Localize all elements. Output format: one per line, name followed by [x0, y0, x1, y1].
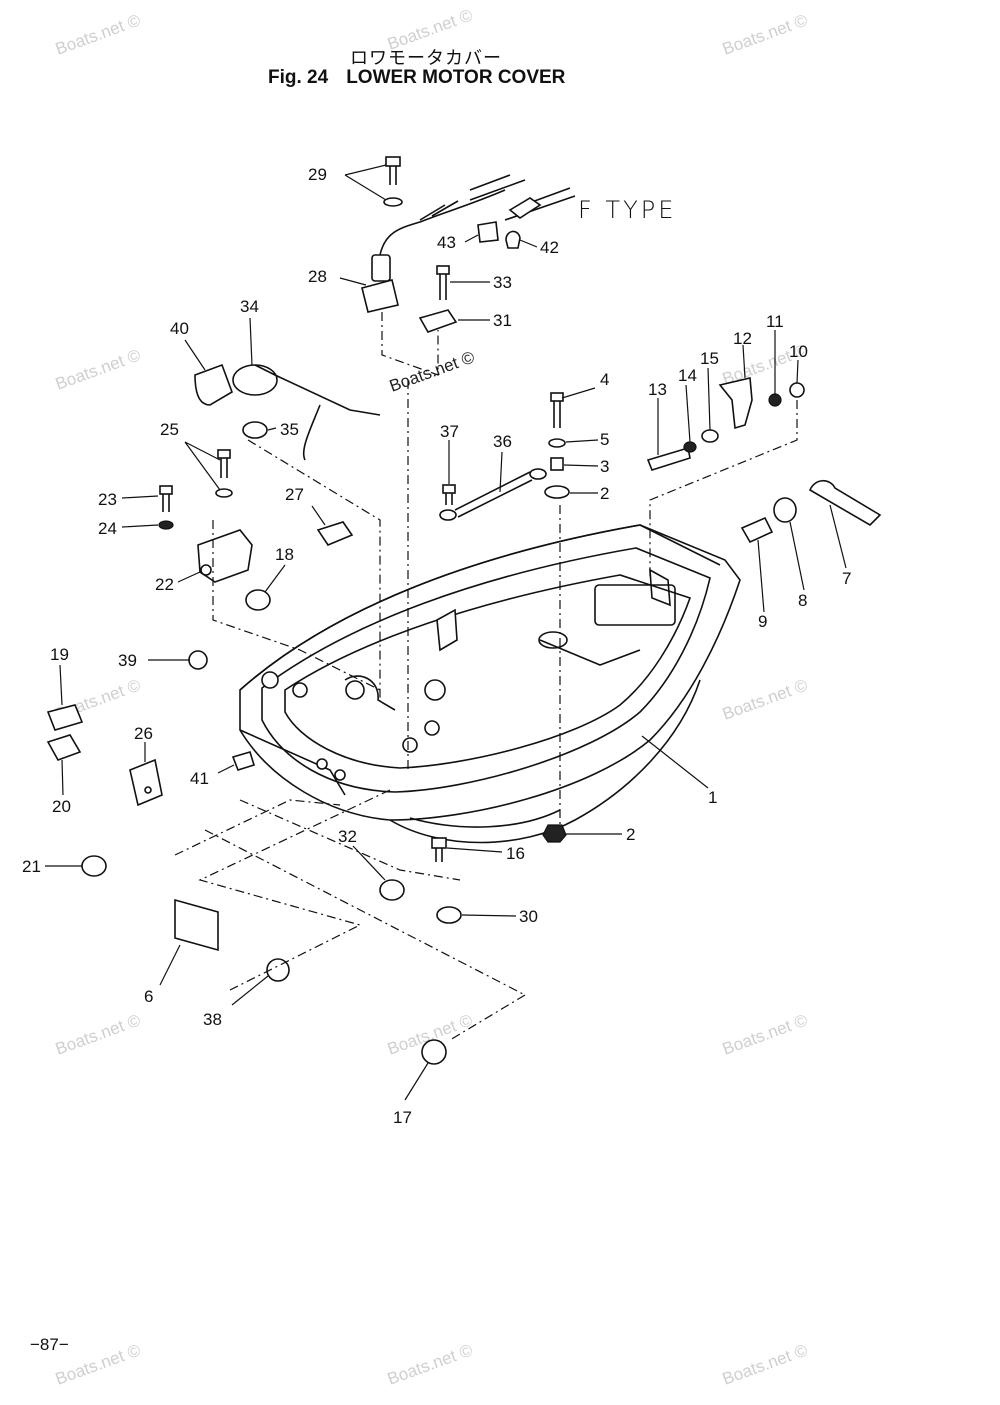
- callout-24: 24: [98, 519, 117, 538]
- callout-40: 40: [170, 319, 189, 338]
- callout-11: 11: [766, 312, 784, 331]
- callout-38: 38: [203, 1010, 222, 1029]
- callout-9: 9: [758, 612, 767, 631]
- callout-32: 32: [338, 827, 357, 846]
- callout-19: 19: [50, 645, 69, 664]
- callout-15: 15: [700, 349, 719, 368]
- watermark: Boats.net ©: [53, 1340, 144, 1388]
- callout-12: 12: [733, 329, 752, 348]
- watermark: Boats.net ©: [53, 1010, 144, 1058]
- callout-37: 37: [440, 422, 459, 441]
- watermark: Boats.net ©: [385, 5, 476, 53]
- reference-lines: [174, 312, 798, 1041]
- figure-title: Fig. 24 LOWER MOTOR COVER: [268, 67, 565, 89]
- callout-35: 35: [280, 420, 299, 439]
- watermark: Boats.net ©: [53, 345, 144, 393]
- callout-7: 7: [842, 569, 851, 588]
- callout-8: 8: [798, 591, 807, 610]
- callout-10: 10: [789, 342, 808, 361]
- callout-34: 34: [240, 297, 259, 316]
- watermark: Boats.net ©: [53, 10, 144, 58]
- callout-30: 30: [519, 907, 538, 926]
- callout-4: 4: [600, 370, 609, 389]
- figure-title-text: LOWER MOTOR COVER: [346, 67, 566, 88]
- watermark: Boats.net ©: [720, 10, 811, 58]
- figure-number: Fig. 24: [268, 67, 329, 88]
- watermark-center: Boats.net ©: [387, 347, 478, 395]
- callout-6: 6: [144, 987, 153, 1006]
- callout-39: 39: [118, 651, 137, 670]
- callout-42: 42: [540, 238, 559, 257]
- watermark: Boats.net ©: [720, 1010, 811, 1058]
- callout-17: 17: [393, 1108, 412, 1127]
- callout-13: 13: [648, 380, 667, 399]
- callout-36: 36: [493, 432, 512, 451]
- page-number: −87−: [30, 1335, 69, 1354]
- callout-22: 22: [155, 575, 174, 594]
- callout-2-lower: 2: [626, 825, 635, 844]
- figure-title-japanese: ロワモータカバー: [350, 48, 502, 68]
- callout-27: 27: [285, 485, 304, 504]
- watermark: Boats.net ©: [720, 675, 811, 723]
- callout-26: 26: [134, 724, 153, 743]
- callout-14: 14: [678, 366, 697, 385]
- callout-21: 21: [22, 857, 41, 876]
- callout-41: 41: [190, 769, 209, 788]
- callout-5: 5: [600, 430, 609, 449]
- leader-lines: [45, 164, 847, 1101]
- callout-28: 28: [308, 267, 327, 286]
- callout-1: 1: [708, 788, 717, 807]
- watermark: Boats.net ©: [720, 1340, 811, 1388]
- callout-18: 18: [275, 545, 294, 564]
- component-parts: [46, 156, 882, 1065]
- callout-numbers: 29 43 42 28 33 31 34 40 35 25 23 24 27 2…: [22, 165, 851, 1127]
- callout-33: 33: [493, 273, 512, 292]
- callout-16: 16: [506, 844, 525, 863]
- lower-motor-cover-part-1: [239, 524, 741, 844]
- variant-label: F TYPE: [578, 196, 677, 224]
- callout-29: 29: [308, 165, 327, 184]
- callout-43: 43: [437, 233, 456, 252]
- callout-23: 23: [98, 490, 117, 509]
- callout-20: 20: [52, 797, 71, 816]
- callout-3: 3: [600, 457, 609, 476]
- watermark: Boats.net ©: [385, 1340, 476, 1388]
- callout-2: 2: [600, 484, 609, 503]
- callout-25: 25: [160, 420, 179, 439]
- callout-31: 31: [493, 311, 512, 330]
